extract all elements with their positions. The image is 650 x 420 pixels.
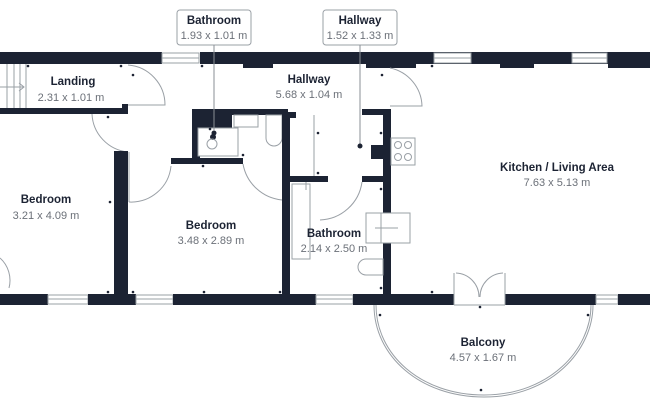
balcony-railing bbox=[373, 304, 594, 398]
riser bbox=[371, 145, 385, 159]
top-wall bbox=[0, 52, 650, 68]
hob-icon bbox=[390, 137, 416, 166]
callout-hallway-name: Hallway bbox=[339, 15, 382, 27]
bedroom-left-lower-door[interactable] bbox=[0, 257, 11, 289]
room-name: Balcony bbox=[461, 337, 506, 349]
wall-stub bbox=[282, 112, 296, 118]
room-bathroom: Bathroom 2.14 x 2.50 m bbox=[301, 228, 368, 255]
callout-bathroom-name: Bathroom bbox=[187, 15, 241, 27]
bedroom-divider-wall bbox=[114, 151, 128, 301]
room-kitchen-living: Kitchen / Living Area 7.63 x 5.13 m bbox=[500, 162, 615, 189]
room-dims: 7.63 x 5.13 m bbox=[524, 177, 591, 189]
bathroom-top-wall-right bbox=[362, 176, 386, 182]
callout-bathroom-dims: 1.93 x 1.01 m bbox=[181, 30, 248, 42]
room-name: Bedroom bbox=[186, 220, 236, 232]
bedroom-left-door[interactable] bbox=[91, 113, 129, 153]
bathtub bbox=[291, 183, 311, 260]
callout-bathroom: Bathroom 1.93 x 1.01 m bbox=[176, 9, 252, 136]
room-name: Bedroom bbox=[21, 194, 71, 206]
room-landing: Landing 2.31 x 1.01 m bbox=[38, 76, 105, 104]
bedroom-center-door-right[interactable] bbox=[242, 163, 283, 201]
room-balcony: Balcony 4.57 x 1.67 m bbox=[450, 337, 517, 364]
room-name: Bathroom bbox=[307, 228, 361, 240]
room-dims: 2.31 x 1.01 m bbox=[38, 92, 105, 104]
room-name: Landing bbox=[51, 76, 96, 88]
landing-bottom-wall bbox=[0, 108, 128, 114]
room-hallway: Hallway 5.68 x 1.04 m bbox=[276, 74, 343, 101]
bottom-wall bbox=[0, 294, 650, 305]
landing-door[interactable] bbox=[127, 64, 166, 106]
hallway-door[interactable] bbox=[389, 67, 423, 107]
room-name: Hallway bbox=[288, 74, 331, 86]
small-bathroom bbox=[171, 109, 288, 164]
kitchen-divider-wall bbox=[383, 109, 391, 302]
room-dims: 3.21 x 4.09 m bbox=[13, 210, 80, 222]
callout-hallway: Hallway 1.52 x 1.33 m bbox=[322, 9, 398, 149]
room-dims: 2.14 x 2.50 m bbox=[301, 243, 368, 255]
room-bedroom-center: Bedroom 3.48 x 2.89 m bbox=[178, 220, 245, 247]
bathroom-fixtures bbox=[357, 212, 411, 276]
bathroom-door[interactable] bbox=[319, 181, 363, 221]
hallway-wall-stub bbox=[362, 109, 390, 115]
callout-hallway-dims: 1.52 x 1.33 m bbox=[327, 30, 394, 42]
room-name: Kitchen / Living Area bbox=[500, 162, 615, 174]
balcony-door[interactable] bbox=[453, 272, 506, 306]
socket-markers bbox=[26, 64, 590, 392]
stairs bbox=[0, 64, 27, 110]
bathroom-top-wall-left bbox=[288, 176, 328, 182]
balcony-railing-inner bbox=[374, 304, 593, 397]
wall-stub bbox=[122, 104, 128, 114]
room-dims: 5.68 x 1.04 m bbox=[276, 89, 343, 101]
bedroom-bath-wall bbox=[282, 112, 290, 302]
room-dims: 4.57 x 1.67 m bbox=[450, 352, 517, 364]
room-dims: 3.48 x 2.89 m bbox=[178, 235, 245, 247]
bedroom-center-door-left[interactable] bbox=[128, 165, 172, 203]
room-bedroom-left: Bedroom 3.21 x 4.09 m bbox=[13, 194, 80, 222]
